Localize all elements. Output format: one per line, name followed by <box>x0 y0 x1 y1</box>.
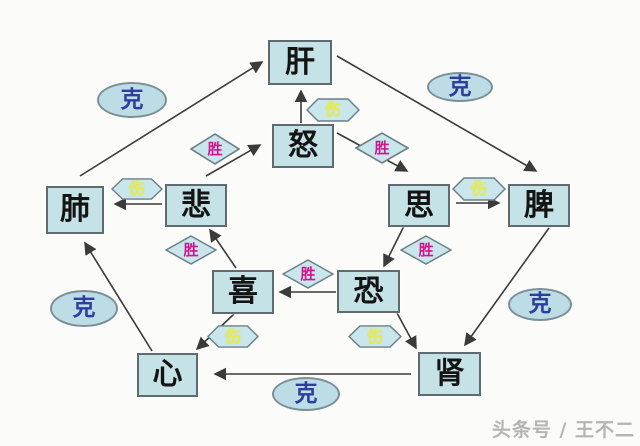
node-fear-label: 恐 <box>353 273 384 309</box>
node-lung: 肺 <box>46 186 104 234</box>
harm-badge-fear-kidney: 伤 <box>348 325 402 348</box>
restrain-badge-lung-liver: 克 <box>97 82 167 118</box>
overcome-label: 胜 <box>207 139 223 158</box>
overcome-label: 胜 <box>300 264 316 283</box>
node-lung-label: 肺 <box>60 192 90 227</box>
overcome-label: 胜 <box>418 240 434 259</box>
restrain-badge-heart-lung: 克 <box>50 290 118 327</box>
arrow-spleen-restrains-kidney <box>464 227 550 347</box>
overcome-badge-thought-fear: 胜 <box>400 235 452 265</box>
overcome-badge-joy-sadness: 胜 <box>165 235 217 265</box>
node-sadness: 悲 <box>165 184 227 227</box>
node-anger: 怒 <box>272 124 334 168</box>
node-joy-label: 喜 <box>228 274 258 309</box>
restrain-label: 克 <box>120 86 144 113</box>
node-kidney: 肾 <box>418 352 481 396</box>
harm-badge-anger-liver: 伤 <box>306 98 360 122</box>
harm-label: 伤 <box>324 100 341 119</box>
arrow-liver-restrains-spleen <box>336 55 538 172</box>
restrain-badge-liver-spleen: 克 <box>427 72 493 102</box>
node-joy: 喜 <box>212 270 274 314</box>
watermark: 头条号 / 王不二 <box>491 419 635 441</box>
harm-badge-sadness-lung: 伤 <box>111 178 163 200</box>
arrow-lung-restrains-liver <box>79 61 264 177</box>
restrain-label: 克 <box>448 73 472 100</box>
arrow-sadness-overcomes-anger <box>205 144 262 177</box>
node-kidney-label: 肾 <box>434 356 465 391</box>
harm-label: 伤 <box>366 326 383 346</box>
node-thought-label: 思 <box>404 187 434 223</box>
node-anger-label: 怒 <box>288 128 318 163</box>
arrow-fear-harms-kidney <box>396 312 417 350</box>
restrain-label: 克 <box>72 295 96 321</box>
arrow-thought-overcomes-fear <box>383 225 405 268</box>
harm-badge-joy-heart: 伤 <box>207 325 259 348</box>
harm-label: 伤 <box>128 179 145 198</box>
node-heart-label: 心 <box>152 357 183 392</box>
overcome-label: 胜 <box>374 138 390 157</box>
overcome-label: 胜 <box>183 240 199 259</box>
node-spleen-label: 脾 <box>524 187 554 223</box>
harm-badge-thought-spleen: 伤 <box>452 177 506 201</box>
node-spleen: 脾 <box>508 184 570 227</box>
restrain-label: 克 <box>294 380 318 407</box>
node-fear: 恐 <box>337 270 400 313</box>
restrain-label: 克 <box>528 291 552 317</box>
overcome-badge-anger-thought: 胜 <box>355 132 409 164</box>
harm-label: 伤 <box>470 179 487 198</box>
harm-label: 伤 <box>224 326 241 346</box>
arrow-heart-restrains-lung <box>84 241 153 352</box>
node-liver: 肝 <box>268 40 332 85</box>
restrain-badge-kidney-heart: 克 <box>272 377 340 411</box>
overcome-badge-sadness-anger: 胜 <box>190 133 240 165</box>
overcome-badge-fear-joy: 胜 <box>282 259 334 289</box>
node-sadness-label: 悲 <box>181 187 211 223</box>
restrain-badge-spleen-kidney: 克 <box>508 288 572 321</box>
node-liver-label: 肝 <box>285 44 315 80</box>
node-thought: 思 <box>388 184 450 227</box>
node-heart: 心 <box>137 353 198 397</box>
arrow-joy-overcomes-sadness <box>209 228 237 269</box>
